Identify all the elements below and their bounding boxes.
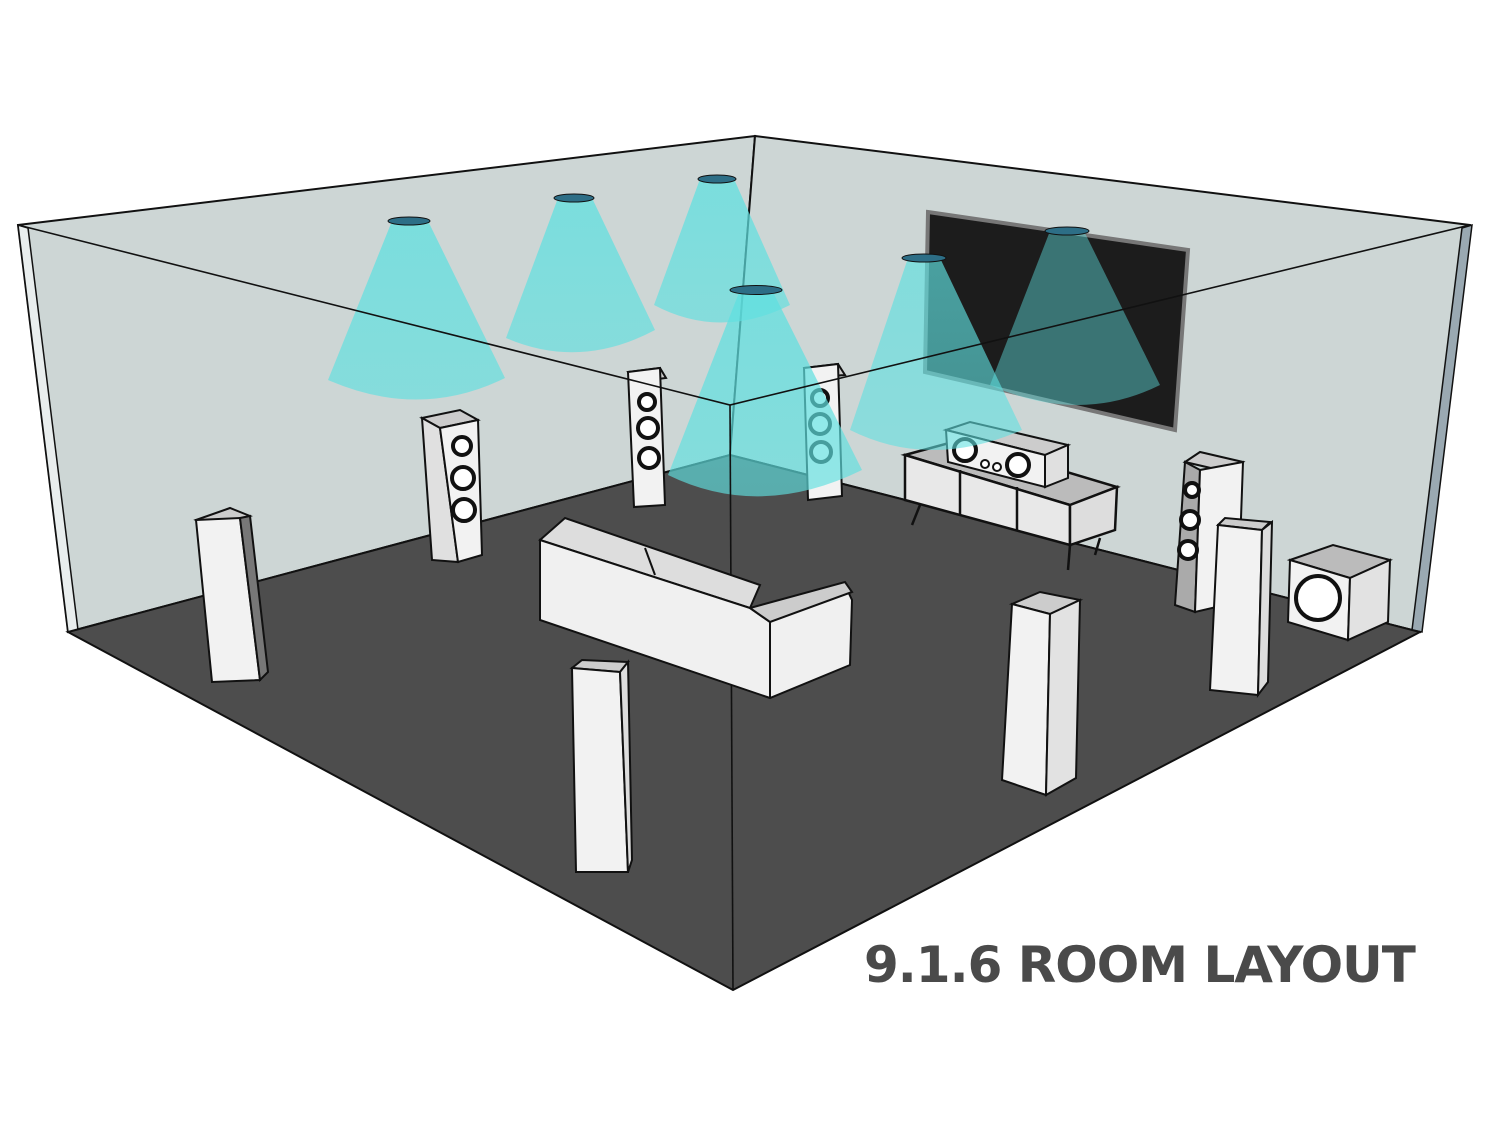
subwoofer <box>1286 543 1393 642</box>
speaker-surround-left <box>193 506 270 684</box>
overhead-speaker-2 <box>506 193 655 353</box>
room-front-edge <box>729 404 734 991</box>
overhead-speaker-4 <box>668 285 862 497</box>
overhead-speaker-cones <box>328 174 1160 497</box>
speaker-side-left <box>419 408 484 564</box>
diagram-title: 9.1.6 ROOM LAYOUT <box>864 936 1416 994</box>
speaker-rear-right <box>1000 590 1084 797</box>
overhead-speaker-5 <box>850 253 1022 450</box>
overhead-speaker-1 <box>328 216 505 400</box>
floor <box>65 453 1423 992</box>
speaker-rear-left <box>569 658 634 873</box>
speaker-front-left <box>626 366 668 509</box>
speaker-surround-right <box>1208 516 1274 699</box>
overhead-speaker-6 <box>990 226 1160 405</box>
speaker-side-right <box>1173 450 1246 614</box>
sofa <box>538 516 854 700</box>
